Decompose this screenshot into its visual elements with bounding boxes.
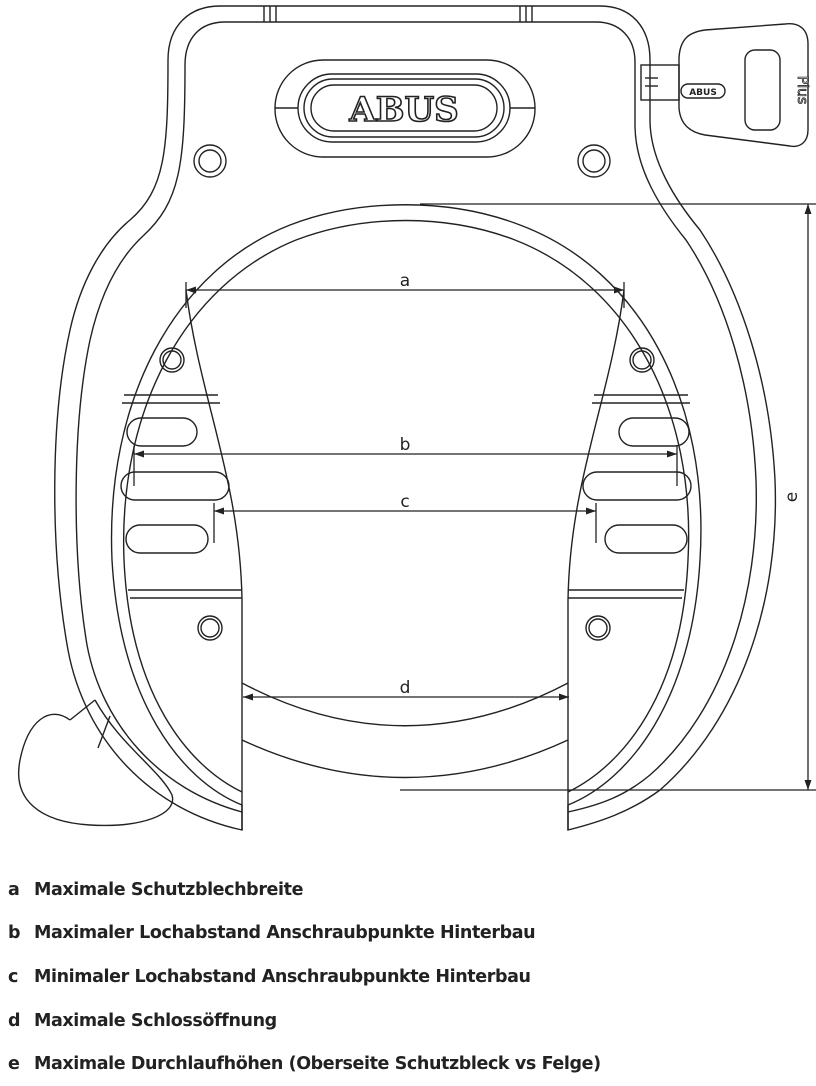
key-label-text: Plus <box>794 76 810 105</box>
frame-lock-drawing: ABUS ABUS Plus a b c d e <box>18 5 816 831</box>
dimension-label-b: b <box>400 435 411 455</box>
legend-text: Maximale Durchlaufhöhen (Oberseite Schut… <box>34 1054 601 1075</box>
legend-key: b <box>8 923 21 944</box>
inner-ring <box>110 204 702 806</box>
dimension-label-c: c <box>400 492 409 512</box>
legend-item-d: d Maximale Schlossöffnung <box>8 999 808 1043</box>
legend-item-c: c Minimaler Lochabstand Anschraubpunkte … <box>8 955 808 999</box>
lock-body-outline <box>54 5 777 831</box>
right-mount-plate <box>567 289 692 830</box>
legend-key: d <box>8 1010 21 1031</box>
legend-key: a <box>8 879 20 900</box>
legend-key: c <box>8 966 18 987</box>
legend-text: Maximaler Lochabstand Anschraubpunkte Hi… <box>34 923 536 944</box>
legend-text: Maximale Schutzblechbreite <box>34 879 304 900</box>
lock-cap <box>18 699 174 827</box>
dimension-label-e: e <box>782 492 802 502</box>
left-mount-plate <box>120 289 243 830</box>
key <box>640 23 809 148</box>
abus-logo-text: ABUS <box>348 90 458 130</box>
legend-item-b: b Maximaler Lochabstand Anschraubpunkte … <box>8 912 808 956</box>
dimension-legend: a Maximale Schutzblechbreite b Maximaler… <box>8 868 808 1086</box>
dimension-label-a: a <box>400 271 410 291</box>
legend-item-e: e Maximale Durchlaufhöhen (Oberseite Sch… <box>8 1042 808 1086</box>
top-mount-holes <box>193 144 611 178</box>
legend-item-a: a Maximale Schutzblechbreite <box>8 868 808 912</box>
dimension-lines <box>133 203 816 791</box>
legend-key: e <box>8 1054 20 1075</box>
abus-logo-badge <box>274 59 536 158</box>
key-brand-text: ABUS <box>689 88 717 98</box>
dimension-label-d: d <box>400 678 411 698</box>
legend-text: Maximale Schlossöffnung <box>34 1010 277 1031</box>
legend-text: Minimaler Lochabstand Anschraubpunkte Hi… <box>34 966 531 987</box>
